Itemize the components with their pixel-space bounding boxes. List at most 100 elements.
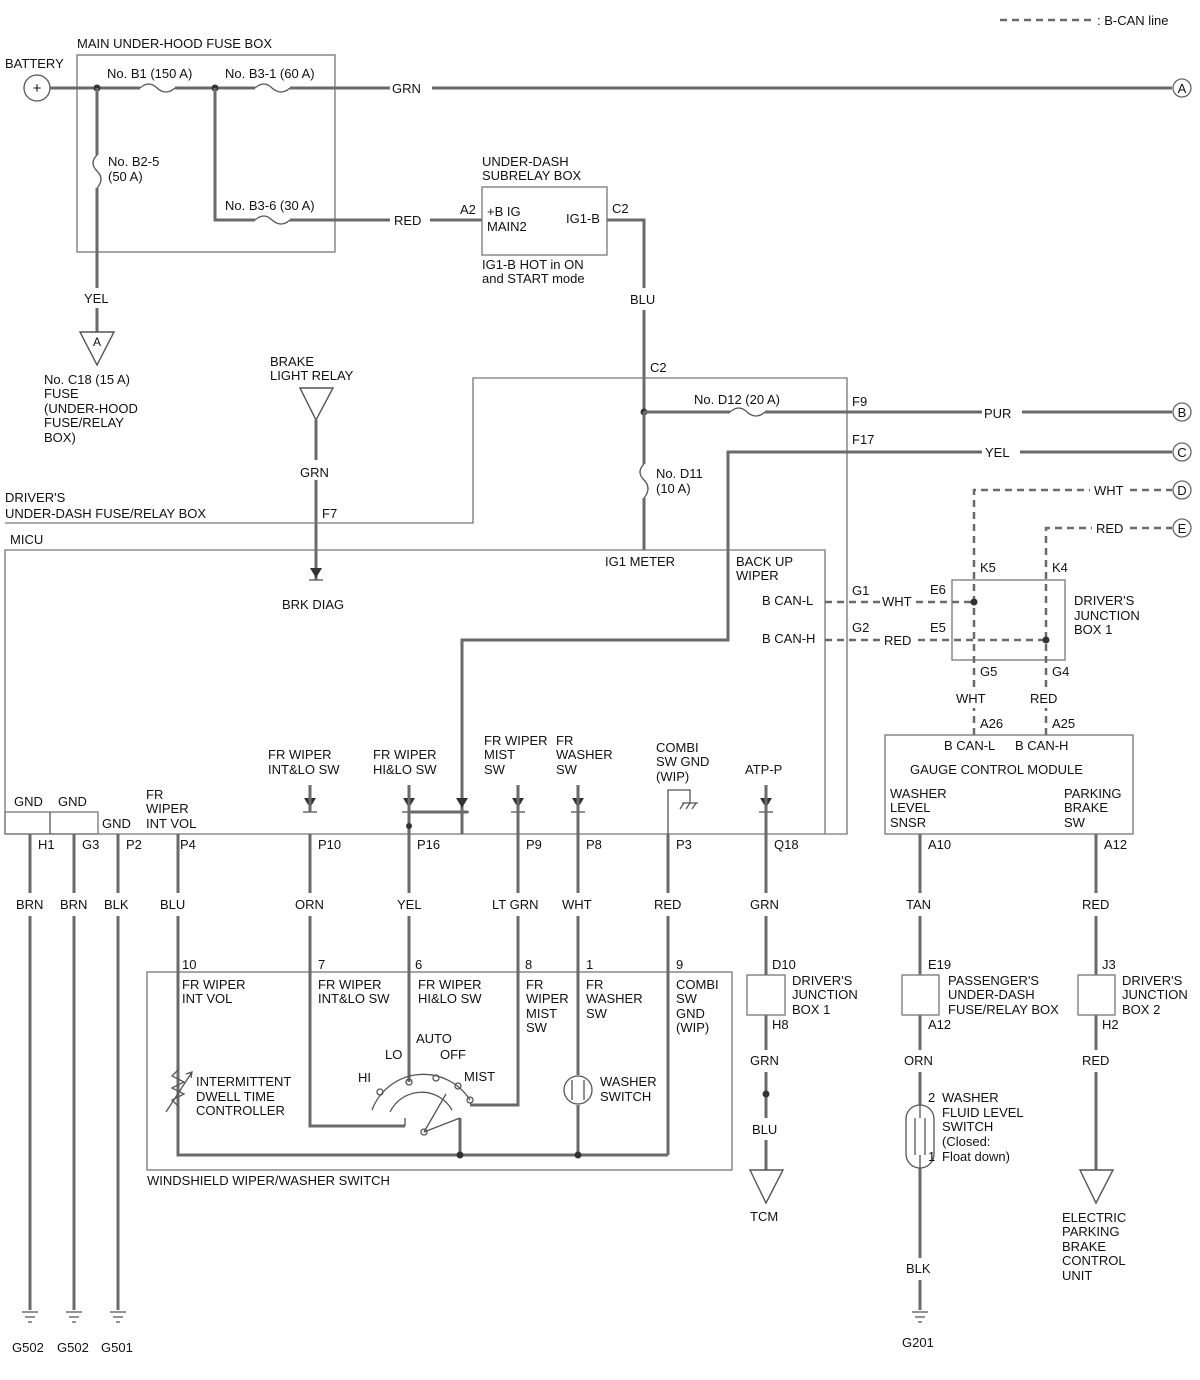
driver-junction-box-1: G1 G2 WHT RED K5 K4 E6 E5 G5 G4 DRIVER'S… — [825, 480, 1192, 735]
jb1-title-2: JUNCTION — [1074, 608, 1140, 623]
fluid-label-2: FLUID LEVEL — [942, 1105, 1024, 1120]
switch-links — [404, 1117, 461, 1133]
switch-wires — [176, 834, 670, 1157]
wht-d-line — [972, 488, 1172, 735]
switch-contact-lo — [405, 1078, 413, 1086]
micu-int-lo-2: INT&LO SW — [268, 762, 340, 777]
micu-wash-3: SW — [556, 762, 578, 777]
micu-combi-2: SW GND — [656, 754, 709, 769]
wire-color-label: BLK — [104, 897, 129, 912]
c18-line-2: FUSE — [44, 386, 79, 401]
ground-icon — [66, 1311, 82, 1323]
gcm-red: RED — [1082, 897, 1109, 912]
jb1-title-3: BOX 1 — [1074, 622, 1112, 637]
jb1-title-1: DRIVER'S — [1074, 593, 1135, 608]
connector-a-triangle — [78, 331, 116, 367]
wire-blk-label: BLK — [906, 1261, 931, 1276]
ground-icon — [667, 789, 698, 834]
sw-int-lo-1: FR WIPER — [318, 977, 382, 992]
pos-off: OFF — [440, 1047, 466, 1062]
rotary-switch-inner-arc — [389, 1091, 453, 1113]
dwell-label-2: DWELL TIME — [196, 1089, 275, 1104]
switch-contact-auto — [432, 1074, 440, 1082]
battery-plus-icon: + — [33, 80, 42, 97]
junction-dot — [456, 1151, 464, 1159]
wire-color-label: WHT — [562, 897, 592, 912]
jb1-g5: G5 — [980, 664, 997, 679]
wire-grn-label: GRN — [392, 81, 421, 96]
wire-yel-label: YEL — [84, 291, 109, 306]
terminal-e-label: E — [1178, 521, 1187, 536]
wire-orn-label: ORN — [904, 1053, 933, 1068]
sw-mist-1: FR — [526, 977, 543, 992]
main-fuse-section: BATTERY + MAIN UNDER-HOOD FUSE BOX No. B… — [5, 36, 1192, 445]
jb1-k4: K4 — [1052, 560, 1068, 575]
pass-name-3: FUSE/RELAY BOX — [948, 1002, 1059, 1017]
brake-relay-label-2: LIGHT RELAY — [270, 368, 354, 383]
junction-dot — [406, 823, 412, 829]
pass-name-2: UNDER-DASH — [948, 987, 1035, 1002]
fuse-b25-label-1: No. B2-5 — [108, 154, 159, 169]
driver-fuse-box-title-1: DRIVER'S — [5, 490, 66, 505]
fluid-label-1: WASHER — [942, 1090, 999, 1105]
pin-label: Q18 — [774, 837, 799, 852]
pos-auto: AUTO — [416, 1031, 452, 1046]
gcm-canl: B CAN-L — [944, 738, 995, 753]
tcm-label: TCM — [750, 1209, 778, 1224]
jb1-e6: E6 — [930, 582, 946, 597]
sw-mist-3: MIST — [526, 1006, 557, 1021]
fuse-b36-label: No. B3-6 (30 A) — [225, 198, 315, 213]
jb2-name-2: JUNCTION — [1122, 987, 1188, 1002]
tcm-triangle — [748, 1169, 785, 1205]
ground-wires — [28, 834, 120, 1310]
epb-label-5: UNIT — [1062, 1268, 1092, 1283]
junction-dot — [762, 1090, 770, 1098]
wiper-washer-switch: WINDSHIELD WIPER/WASHER SWITCH 10 7 6 8 … — [146, 834, 733, 1188]
switch-lever — [423, 1093, 447, 1133]
wire-color-label: ORN — [295, 897, 324, 912]
epb-label-1: ELECTRIC — [1062, 1210, 1126, 1225]
wire-color-label: YEL — [397, 897, 422, 912]
wire-color-label: BRN — [60, 897, 87, 912]
subrelay-title-1: UNDER-DASH — [482, 154, 569, 169]
pin-label: P4 — [180, 837, 196, 852]
terminal-a-top-label: A — [1178, 81, 1187, 96]
c18-line-4: FUSE/RELAY — [44, 415, 124, 430]
fluid-pin-2: 2 — [928, 1090, 935, 1105]
wire-color-label: BRN — [16, 897, 43, 912]
pin-label: P2 — [126, 837, 142, 852]
gcm-a12: A12 — [1104, 837, 1127, 852]
pin-g1: G1 — [852, 583, 869, 598]
jb1-red-lower: RED — [1030, 691, 1057, 706]
gcm-park-1: PARKING — [1064, 786, 1122, 801]
pos-hi: HI — [358, 1070, 371, 1085]
micu-red-label: RED — [884, 633, 911, 648]
c18-line-5: BOX) — [44, 430, 76, 445]
micu-int-vol-1: FR — [146, 787, 163, 802]
micu-gnd-box — [4, 811, 99, 835]
micu-int-vol-3: INT VOL — [146, 816, 196, 831]
gcm-a26: A26 — [980, 716, 1003, 731]
micu-bcan-h: B CAN-H — [762, 631, 815, 646]
wire-pur-label: PUR — [984, 406, 1011, 421]
sw-combi-4: (WIP) — [676, 1020, 709, 1035]
jb1-wht-label: WHT — [1094, 483, 1124, 498]
subrelay-input-2: MAIN2 — [487, 219, 527, 234]
brake-relay-triangle — [298, 387, 335, 422]
wire-blu-label: BLU — [630, 292, 655, 307]
tcm-branch: D10 H8 DRIVER'S JUNCTION BOX 1 GRN BLU T… — [746, 834, 858, 1224]
pin-label: P10 — [318, 837, 341, 852]
gauge-control-module: A26 A25 B CAN-L B CAN-H GAUGE CONTROL MO… — [884, 716, 1134, 912]
micu-atp-p: ATP-P — [745, 762, 782, 777]
passenger-fuse-connector — [901, 974, 940, 1016]
pin-c2-label: C2 — [650, 360, 667, 375]
micu-hi-lo-1: FR WIPER — [373, 747, 437, 762]
driver-fuse-box-title-2: UNDER-DASH FUSE/RELAY BOX — [5, 506, 206, 521]
pin-f9-label: F9 — [852, 394, 867, 409]
epb-label-4: CONTROL — [1062, 1253, 1126, 1268]
dwell-label-3: CONTROLLER — [196, 1103, 285, 1118]
gcm-park-2: BRAKE — [1064, 800, 1108, 815]
switch-contact-hi — [376, 1088, 384, 1096]
terminal-a-top — [1172, 78, 1192, 98]
label-bg — [955, 690, 995, 708]
